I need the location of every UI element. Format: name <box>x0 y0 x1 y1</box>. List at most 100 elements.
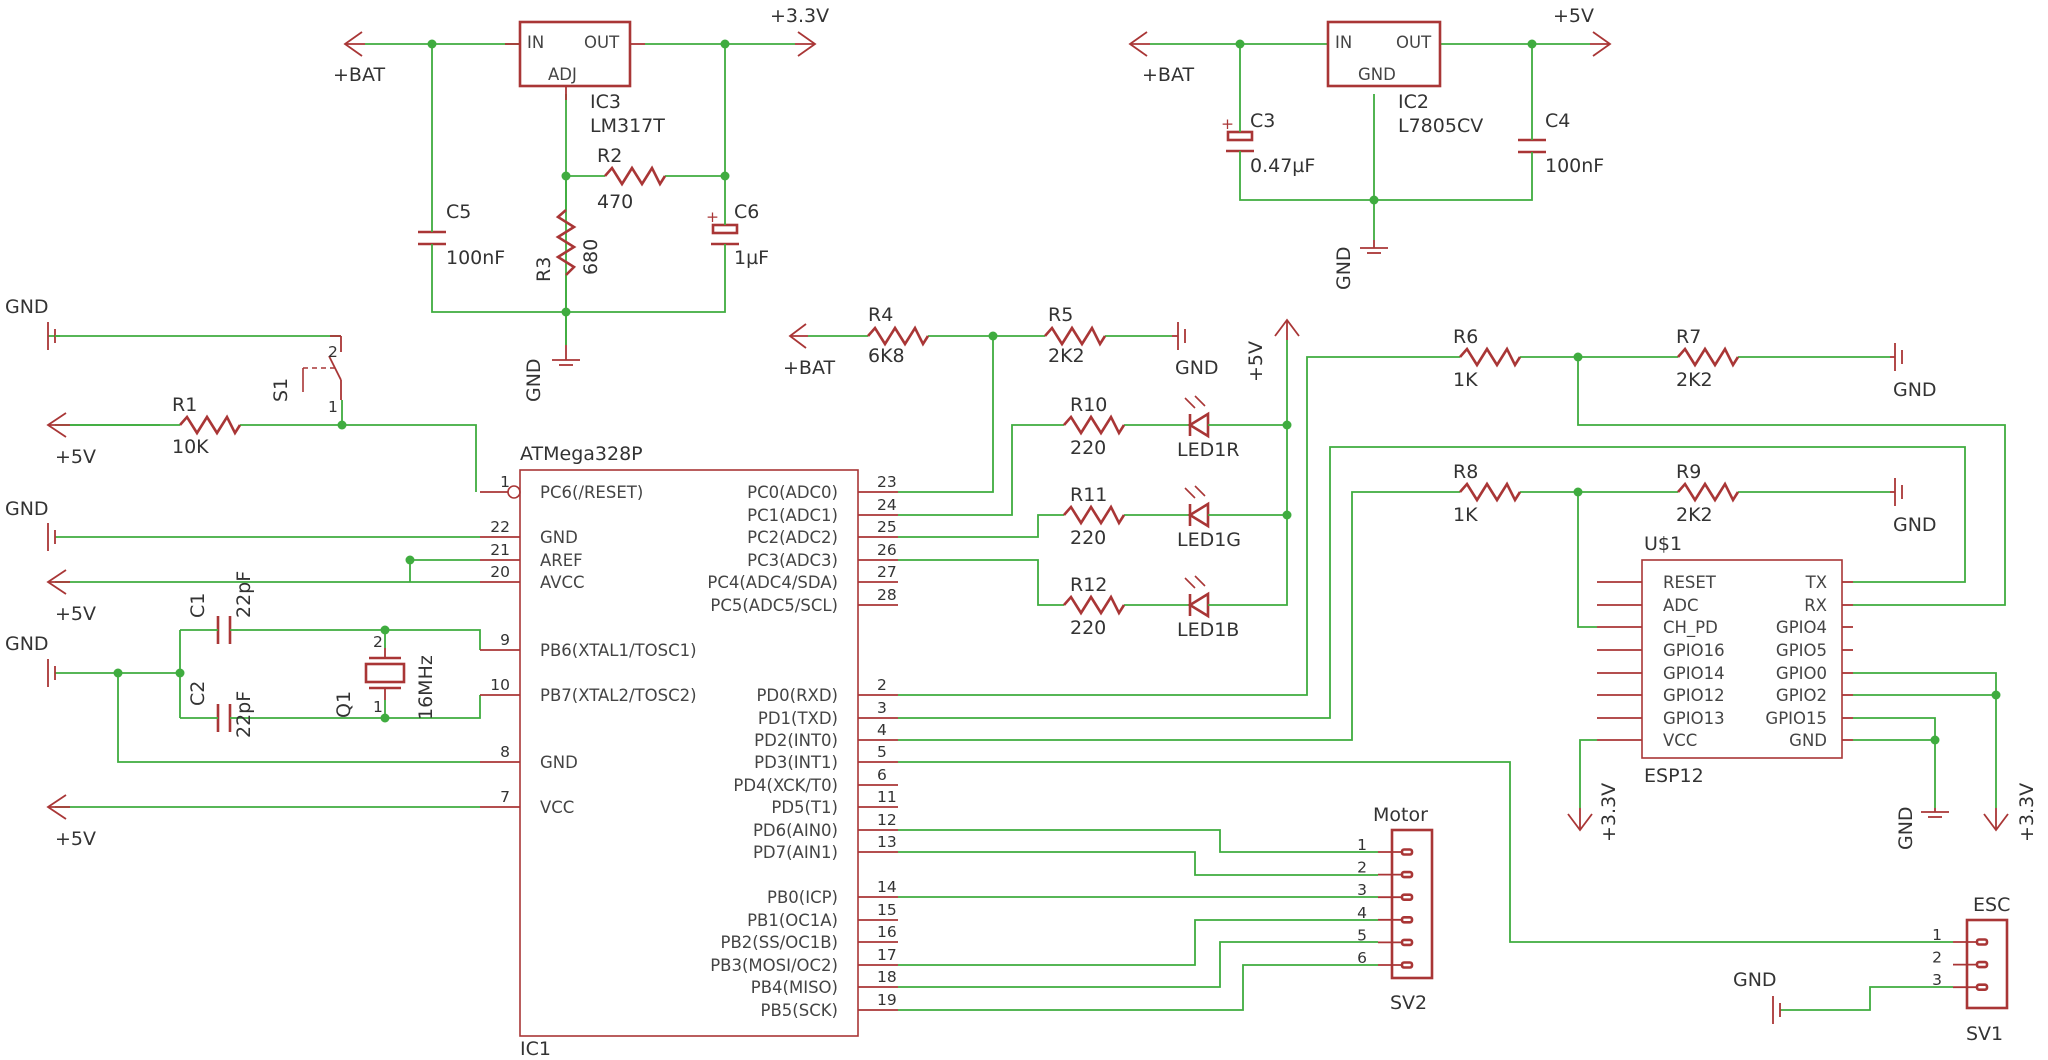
r2-value: 470 <box>597 191 633 213</box>
ic1-pin-number: 25 <box>877 518 897 536</box>
label-gnd-ic3: GND <box>523 358 545 402</box>
label-bat-ic3: +BAT <box>333 64 385 86</box>
sv2-ref: SV2 <box>1390 992 1427 1014</box>
esp12-pin-name: GPIO4 <box>1776 618 1827 637</box>
v33-arrow-ic3 <box>795 31 817 57</box>
esp12-pin-name: ADC <box>1663 596 1699 615</box>
esp12-pin-name: CH_PD <box>1663 618 1718 638</box>
sv2-title: Motor <box>1373 804 1428 826</box>
resistor-r7 <box>1677 346 1740 368</box>
ic1-pin-name: PC1(ADC1) <box>747 506 838 525</box>
gnd-ic3 <box>551 345 581 366</box>
header-pin-number: 2 <box>1932 949 1942 967</box>
capacitor-c4 <box>1518 138 1546 154</box>
ic1-pin-name: PC2(ADC2) <box>747 528 838 547</box>
c2-ref: C2 <box>187 681 209 706</box>
label-v5-r1: +5V <box>55 446 96 468</box>
ic1-pin-number: 10 <box>490 676 510 694</box>
c4-value: 100nF <box>1545 155 1604 177</box>
r11-value: 220 <box>1070 527 1106 549</box>
ic1-pin-name: PB5(SCK) <box>761 1001 838 1020</box>
ic1-pin-name: GND <box>540 528 578 547</box>
ic1-pin-name: AREF <box>540 551 583 570</box>
esp12-value: ESP12 <box>1644 765 1704 787</box>
s1-pin1: 1 <box>328 398 338 416</box>
gnd-r5 <box>1172 322 1186 350</box>
ic1-pin-name: PC0(ADC0) <box>747 483 838 502</box>
led-r-ref: LED1R <box>1177 439 1240 461</box>
power-symbols: +BAT +3.3V +BAT +5V GND GND GND GND GND … <box>5 5 2038 1024</box>
r4-ref: R4 <box>868 304 893 326</box>
q1-pin1: 1 <box>373 698 383 716</box>
ic2-regulator: IN OUT GND IC2 L7805CV <box>1326 20 1483 137</box>
capacitor-c2 <box>216 704 232 732</box>
resistor-r11 <box>1063 504 1126 526</box>
resistor-r2 <box>604 165 667 187</box>
ic1-pin-number: 18 <box>877 968 897 986</box>
r9-value: 2K2 <box>1676 504 1713 526</box>
esp12-pin-name: GPIO0 <box>1776 664 1827 683</box>
ic2-ref: IC2 <box>1398 91 1429 113</box>
c5-value: 100nF <box>446 247 505 269</box>
ic1-left-pins: 1PC6(/RESET)22GND21AREF20AVCC9PB6(XTAL1/… <box>480 473 697 817</box>
ic1-name: ATMega328P <box>520 443 643 465</box>
ic1-pin-name: PB6(XTAL1/TOSC1) <box>540 641 697 660</box>
esp12-pin-name: GPIO12 <box>1663 686 1725 705</box>
ic1-pin-number: 26 <box>877 541 897 559</box>
gnd-crystal <box>47 659 56 687</box>
ic1-pin-name: AVCC <box>540 573 585 592</box>
ic1-pin-name: PC5(ADC5/SCL) <box>710 596 838 615</box>
c5-ref: C5 <box>446 201 471 223</box>
gnd-r9 <box>1890 478 1903 506</box>
ic1-ref: IC1 <box>520 1038 551 1060</box>
crystal-q1: 2 1 Q1 16MHz <box>333 633 437 720</box>
s1-pin2: 2 <box>328 343 338 361</box>
v5-arrow-ic2 <box>1590 31 1612 57</box>
header-pin-number: 5 <box>1357 926 1367 944</box>
c3-ref: C3 <box>1250 110 1275 132</box>
ic1-pin-name: PD7(AIN1) <box>753 843 838 862</box>
label-gnd-esp: GND <box>1895 806 1917 850</box>
ic1-pin-number: 3 <box>877 699 887 717</box>
c2-value: 22pF <box>233 691 255 738</box>
ic3-value: LM317T <box>590 115 665 137</box>
ic1-pin-number: 28 <box>877 586 897 604</box>
r3-value: 680 <box>580 239 602 275</box>
c1-value: 22pF <box>233 571 255 618</box>
ic1-pin-name: PD6(AIN0) <box>753 821 838 840</box>
resistor-r5 <box>1044 325 1107 347</box>
esp12-pin-name: GPIO2 <box>1776 686 1827 705</box>
sv1-title: ESC <box>1973 894 2010 916</box>
v5-arrow-r1 <box>46 412 70 438</box>
ic1-pin-name: PB1(OC1A) <box>747 911 838 930</box>
ic1-pin-number: 14 <box>877 878 897 896</box>
label-gnd-r5: GND <box>1175 357 1219 379</box>
ic3-ref: IC3 <box>590 91 621 113</box>
ic1-pin-name: PD3(INT1) <box>754 753 838 772</box>
ic1-pin-number: 23 <box>877 473 897 491</box>
ic3-regulator: IN OUT ADJ IC3 LM317T <box>505 20 665 137</box>
label-gnd-ic2: GND <box>1333 246 1355 290</box>
header-pin-number: 2 <box>1357 859 1367 877</box>
ic1-pin-number: 9 <box>500 631 510 649</box>
ic2-pin-gnd: GND <box>1358 65 1396 84</box>
r1-value: 10K <box>172 436 209 458</box>
label-v5-avcc: +5V <box>55 603 96 625</box>
ic2-pin-out: OUT <box>1396 33 1432 52</box>
r12-value: 220 <box>1070 617 1106 639</box>
ic1-pin-number: 16 <box>877 923 897 941</box>
capacitor-c1 <box>216 616 232 644</box>
esp12-pin-name: GPIO13 <box>1663 709 1725 728</box>
ic1-pin-number: 24 <box>877 496 897 514</box>
led-b-ref: LED1B <box>1177 619 1239 641</box>
label-gnd-pin22: GND <box>5 498 49 520</box>
resistors: R2 470 R3 680 R1 10K R4 6K8 R5 2K2 R10 2… <box>160 145 1740 639</box>
label-v5-led: +5V <box>1245 341 1267 382</box>
r3-ref: R3 <box>533 257 555 282</box>
bat-arrow-ic3 <box>343 31 365 57</box>
label-bat-ic2: +BAT <box>1142 64 1194 86</box>
esp12-pin-name: GPIO16 <box>1663 641 1725 660</box>
